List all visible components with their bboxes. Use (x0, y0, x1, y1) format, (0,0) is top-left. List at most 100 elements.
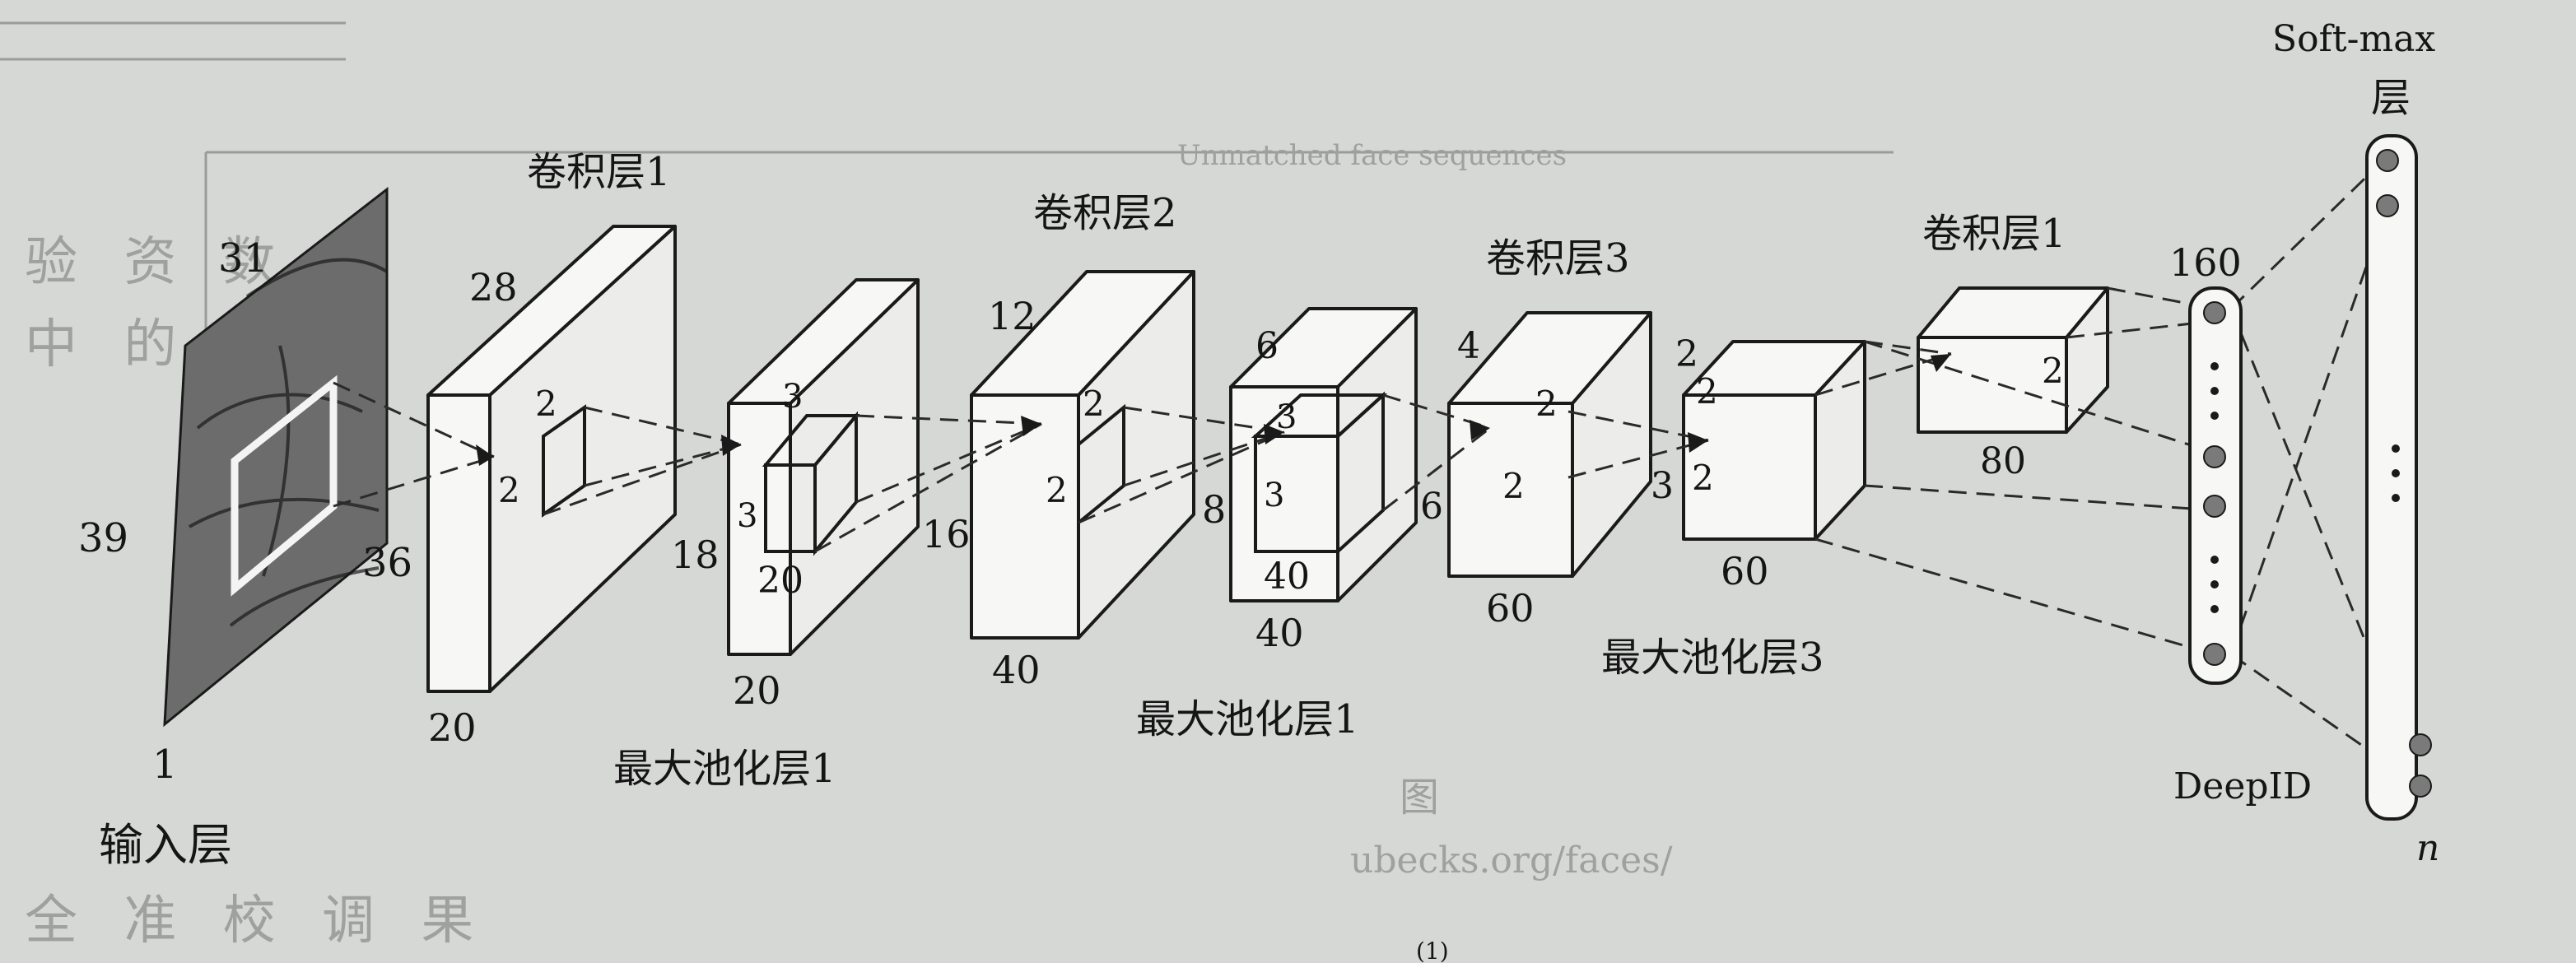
dashed-connections (333, 155, 2422, 788)
bg-text-top: Unmatched face sequences (1177, 139, 1567, 172)
pool2-title: 最大池化层1 (1136, 696, 1359, 742)
conv1-kernel-h-label: 2 (535, 384, 557, 424)
conv3-width-label: 60 (1486, 586, 1535, 630)
softmax-dot (2392, 469, 2400, 477)
input-face-image (163, 186, 389, 728)
conv3-depth-label: 3 (1651, 465, 1674, 507)
conv2-height-label: 12 (988, 294, 1036, 338)
softmax-dot (2392, 494, 2400, 502)
arrow-head (1931, 354, 1951, 372)
link-conv3-pool3 (1567, 439, 1709, 479)
arrow-head (1470, 420, 1490, 440)
conv2-title: 卷积层2 (1033, 190, 1177, 236)
link-deepid-softmax (2230, 653, 2421, 788)
bg-text-url: ubecks.org/faces/ (1350, 840, 1673, 882)
pool1-width-label: 20 (733, 668, 781, 713)
conv2-block: 卷积层2 12 8 40 2 2 (970, 190, 1226, 692)
link-input-conv1 (333, 381, 495, 458)
deepid-neuron (2203, 301, 2226, 324)
link-pool1-conv2 (814, 422, 1042, 553)
pool3-kernel-h-label: 2 (1696, 371, 1718, 412)
pool1-kernel-top-label: 3 (782, 378, 803, 416)
softmax-title-line2: 层 (2371, 75, 2411, 121)
pool1-title: 最大池化层1 (613, 746, 836, 792)
conv1-height-label: 28 (469, 265, 518, 309)
conv4-front (1917, 336, 2068, 434)
conv1-title: 卷积层1 (527, 149, 671, 195)
conv4-title: 卷积层1 (1922, 211, 2066, 257)
deepid-dot (2210, 387, 2219, 395)
arrow-head (1264, 424, 1284, 444)
conv3-block: 卷积层3 4 2 2 3 60 (1447, 235, 1674, 630)
arrow-head (721, 435, 741, 456)
conv1-front (426, 393, 491, 693)
pool1-kernel-left-label: 3 (737, 497, 757, 535)
link-pool3-deepid (1864, 340, 2215, 454)
deepid-dot (2210, 605, 2219, 613)
pool2-kernel-top-label: 3 (1276, 398, 1297, 436)
softmax-dot (2392, 444, 2400, 453)
softmax-neuron (2409, 733, 2432, 756)
pool3-width-label: 60 (1721, 549, 1769, 593)
link-pool1-conv2 (855, 414, 1042, 426)
pool2-height-label: 6 (1255, 325, 1279, 367)
link-conv2-pool2 (1078, 430, 1285, 524)
footer-mark: (1) (1416, 937, 1449, 963)
arrow-head (1021, 416, 1041, 436)
pool3-kernel-w-label: 2 (1692, 458, 1714, 498)
deepid-dot (2210, 556, 2219, 564)
conv2-depth-label: 8 (1202, 487, 1226, 532)
conv2-kernel-w-label: 2 (1046, 470, 1068, 510)
pool3-title: 最大池化层3 (1601, 635, 1824, 681)
bg-text-row1: 验 资 数 (25, 232, 291, 293)
link-deepid-softmax (2229, 205, 2389, 655)
conv4-size-label: 160 (2169, 240, 2242, 285)
pool2-width-label: 40 (1255, 611, 1304, 655)
deepid-dot (2210, 412, 2219, 420)
conv3-title: 卷积层3 (1486, 235, 1630, 281)
conv1-kernel-w-label: 2 (498, 470, 520, 510)
input-depth-label: 1 (152, 742, 178, 788)
deepid-neuron (2203, 445, 2226, 468)
link-conv3-pool3 (1567, 410, 1709, 442)
conv3-kernel-h-label: 2 (1535, 384, 1558, 424)
conv2-width-label: 40 (992, 648, 1041, 692)
link-pool1-conv2 (855, 422, 1042, 504)
conv1-width-label: 20 (428, 705, 477, 750)
deepid-layer: DeepID (2173, 286, 2312, 807)
input-layer: 31 39 36 1 输入层 (78, 186, 412, 871)
deepid-bar (2188, 286, 2243, 685)
pool3-height-label: 2 (1675, 333, 1698, 375)
pool1-block: 3 3 20 16 20 最大池化层1 (613, 278, 971, 792)
pool1-depth-label: 16 (922, 512, 971, 556)
conv3-kernel-w-label: 2 (1502, 466, 1525, 506)
softmax-count-label: n (2416, 827, 2439, 869)
softmax-neuron (2376, 149, 2399, 172)
link-deepid-softmax (2229, 155, 2389, 310)
pool1-kernel-front (764, 463, 817, 553)
conv4-depth-label: 80 (1980, 440, 2026, 482)
arrow-head (1688, 432, 1708, 453)
link-pool3-deepid (1864, 484, 2215, 512)
pool2-kernel-bottom-label: 40 (1264, 556, 1310, 598)
input-crop-size-label: 36 (362, 540, 412, 586)
pool2-kernel-front (1254, 435, 1339, 553)
link-pool2-conv3 (1382, 426, 1491, 512)
softmax-layer: Soft-max 层 n (2272, 18, 2439, 869)
deepid-dot (2210, 580, 2219, 588)
softmax-bar (2365, 134, 2418, 821)
link-input-conv1 (333, 455, 495, 508)
deepid-neuron (2203, 495, 2226, 518)
conv1-block: 卷积层1 28 18 20 2 2 (426, 149, 720, 750)
bg-text-bottom: 全 准 校 调 果 (25, 891, 488, 951)
softmax-neuron (2376, 194, 2399, 217)
softmax-title-line1: Soft-max (2272, 18, 2435, 60)
pool2-depth-label: 6 (1420, 486, 1443, 528)
conv1-depth-label: 18 (671, 533, 720, 577)
deepid-dot (2210, 362, 2219, 370)
input-width-label: 31 (218, 235, 268, 281)
link-conv1-pool1 (543, 443, 742, 516)
pool1-kernel-bottom-label: 20 (757, 560, 804, 602)
